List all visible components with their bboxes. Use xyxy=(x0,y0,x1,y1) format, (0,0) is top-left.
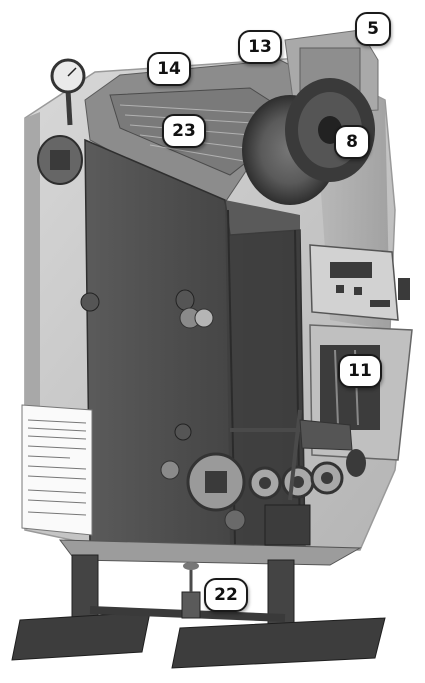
callout-11: 11 xyxy=(338,354,382,388)
stand xyxy=(11,554,386,669)
callout-23: 23 xyxy=(162,114,206,148)
linkage xyxy=(230,409,353,501)
callout-14-text: 14 xyxy=(157,59,181,79)
callout-23-text: 23 xyxy=(172,121,196,141)
callout-11-text: 11 xyxy=(348,361,372,381)
callout-5-text: 5 xyxy=(367,19,379,39)
warning-label xyxy=(21,404,93,536)
control-panel xyxy=(309,244,410,321)
callout-13: 13 xyxy=(238,30,282,64)
callout-13-text: 13 xyxy=(248,37,272,57)
pressure-gauge xyxy=(50,58,86,126)
callout-22: 22 xyxy=(204,578,248,612)
callout-5: 5 xyxy=(355,12,391,46)
clean-out-wheels xyxy=(186,449,366,512)
blower-fan xyxy=(242,78,375,205)
callout-8-text: 8 xyxy=(346,132,358,152)
callout-22-text: 22 xyxy=(214,585,238,605)
callout-14: 14 xyxy=(147,52,191,86)
callout-8: 8 xyxy=(334,125,370,159)
body-ports xyxy=(80,289,246,531)
top-left-port xyxy=(37,135,83,185)
base-tray xyxy=(58,504,362,566)
